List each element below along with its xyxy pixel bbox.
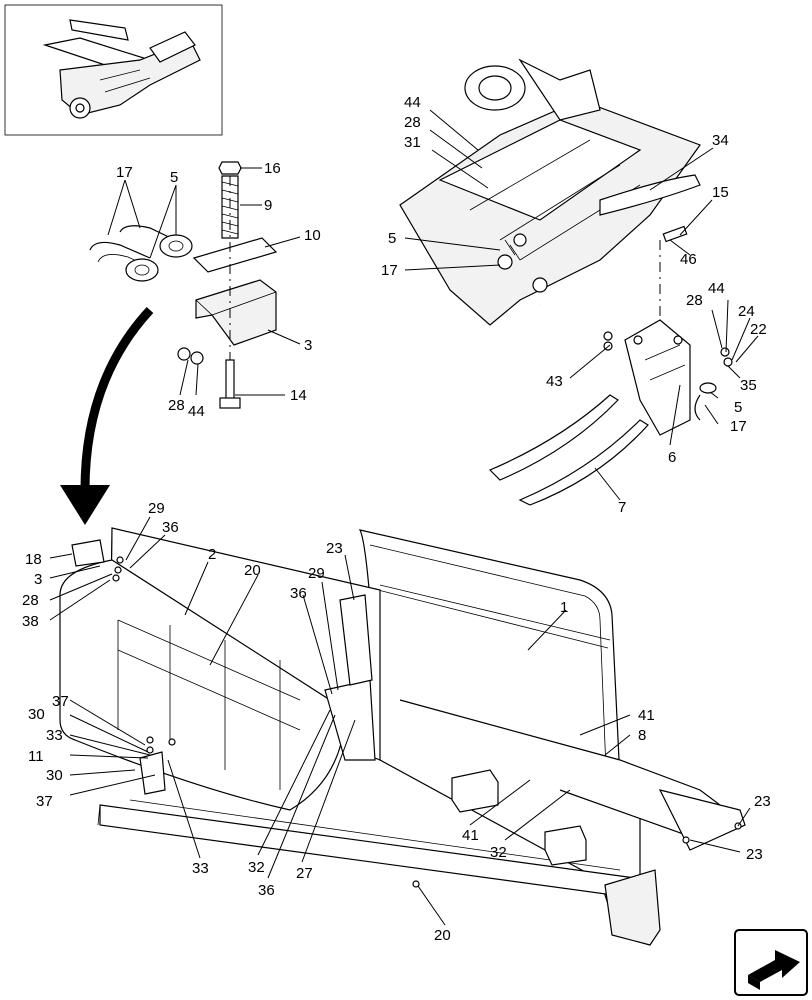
callout-28: 28 xyxy=(168,397,185,414)
callout-2: 2 xyxy=(208,546,216,563)
callout-18: 18 xyxy=(25,551,42,568)
callout-23: 23 xyxy=(326,540,343,557)
callout-29: 29 xyxy=(148,500,165,517)
callout-16: 16 xyxy=(264,160,281,177)
callout-41: 41 xyxy=(638,707,655,724)
main-frame-assembly xyxy=(59,527,746,946)
callout-3: 3 xyxy=(304,337,312,354)
callout-35: 35 xyxy=(740,377,757,394)
spring-bracket-detail xyxy=(89,161,278,409)
callout-17: 17 xyxy=(730,418,747,435)
callout-9: 9 xyxy=(264,197,272,214)
callout-20: 20 xyxy=(244,562,261,579)
callout-44: 44 xyxy=(708,280,725,297)
next-page-arrow-icon[interactable] xyxy=(734,929,808,996)
callout-5: 5 xyxy=(388,230,396,247)
callout-30: 30 xyxy=(28,706,45,723)
callout-41: 41 xyxy=(462,827,479,844)
upper-frame-assembly xyxy=(399,58,733,506)
callout-37: 37 xyxy=(36,793,53,810)
callout-38: 38 xyxy=(22,613,39,630)
assembly-arrow xyxy=(60,306,154,525)
callout-24: 24 xyxy=(738,303,755,320)
callout-11: 11 xyxy=(28,748,44,765)
callout-31: 31 xyxy=(404,134,421,151)
callout-28: 28 xyxy=(686,292,703,309)
callout-6: 6 xyxy=(668,449,676,466)
callout-32: 32 xyxy=(248,859,265,876)
callout-29: 29 xyxy=(308,565,325,582)
callout-15: 15 xyxy=(712,184,729,201)
callout-labels: 16 9 17 5 10 3 28 44 14 44 28 31 34 15 5… xyxy=(22,94,771,944)
callout-36: 36 xyxy=(258,882,275,899)
callout-33: 33 xyxy=(46,727,63,744)
callout-20: 20 xyxy=(434,927,451,944)
callout-10: 10 xyxy=(304,227,321,244)
callout-22: 22 xyxy=(750,321,767,338)
callout-27: 27 xyxy=(296,865,313,882)
callout-8: 8 xyxy=(638,727,646,744)
callout-23: 23 xyxy=(746,846,763,863)
callout-30: 30 xyxy=(46,767,63,784)
callout-28: 28 xyxy=(404,114,421,131)
callout-37: 37 xyxy=(52,693,69,710)
callout-32: 32 xyxy=(490,844,507,861)
callout-7: 7 xyxy=(618,499,626,516)
callout-44: 44 xyxy=(404,94,421,111)
callout-36: 36 xyxy=(290,585,307,602)
callout-28: 28 xyxy=(22,592,39,609)
callout-1: 1 xyxy=(560,599,568,616)
callout-43: 43 xyxy=(546,373,563,390)
callout-17: 17 xyxy=(116,164,133,181)
callout-5: 5 xyxy=(170,169,178,186)
callout-14: 14 xyxy=(290,387,307,404)
callout-17: 17 xyxy=(381,262,398,279)
callout-44: 44 xyxy=(188,403,205,420)
machine-overview-thumbnail[interactable] xyxy=(4,4,223,136)
callout-33: 33 xyxy=(192,860,209,877)
callout-36: 36 xyxy=(162,519,179,536)
callout-3: 3 xyxy=(34,571,42,588)
callout-23: 23 xyxy=(754,793,771,810)
callout-46: 46 xyxy=(680,251,697,268)
callout-5: 5 xyxy=(734,399,742,416)
callout-34: 34 xyxy=(712,132,729,149)
